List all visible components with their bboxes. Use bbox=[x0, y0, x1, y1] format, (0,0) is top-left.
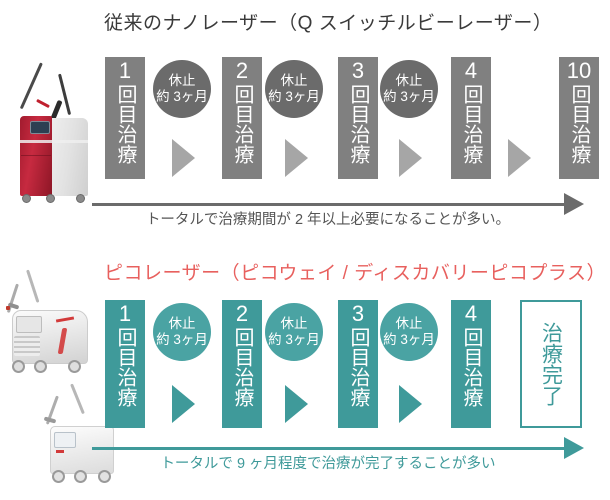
nano-arrow-3-icon bbox=[399, 139, 422, 177]
nano-step-4: 4 回目治療 bbox=[451, 57, 491, 179]
pause-line-2: 約 3ヶ月 bbox=[156, 332, 208, 347]
pause-line-2: 約 3ヶ月 bbox=[383, 332, 435, 347]
pico-pause-1: 休止 約 3ヶ月 bbox=[153, 303, 211, 361]
machine-wheel bbox=[98, 470, 111, 483]
step-number: 3 bbox=[351, 301, 365, 326]
completion-label: 治療完了 bbox=[539, 322, 563, 406]
pause-line-1: 休止 bbox=[395, 73, 423, 88]
pico-summary-arrowhead-icon bbox=[564, 437, 584, 459]
machine-handpiece-tip bbox=[6, 306, 10, 310]
step-label: 回目治療 bbox=[231, 84, 253, 164]
step-label: 回目治療 bbox=[460, 84, 482, 164]
pause-line-1: 休止 bbox=[280, 316, 308, 331]
pause-line-2: 約 3ヶ月 bbox=[268, 89, 320, 104]
machine-wheel bbox=[46, 194, 55, 203]
step-number: 3 bbox=[351, 58, 365, 83]
machine-accent-stripe bbox=[56, 450, 64, 453]
step-number: 1 bbox=[118, 58, 132, 83]
pause-line-2: 約 3ヶ月 bbox=[268, 332, 320, 347]
machine-wheel bbox=[34, 360, 47, 373]
step-number: 4 bbox=[464, 58, 478, 83]
nano-step-1: 1 回目治療 bbox=[105, 57, 145, 179]
machine-arm-upper bbox=[26, 269, 40, 303]
pico-arrow-2-icon bbox=[285, 385, 308, 423]
nano-pause-1: 休止 約 3ヶ月 bbox=[153, 60, 211, 118]
machine-control-panel bbox=[16, 316, 42, 333]
step-label: 回目治療 bbox=[347, 327, 369, 407]
pause-line-1: 休止 bbox=[168, 73, 196, 88]
nano-arrow-2-icon bbox=[285, 139, 308, 177]
pico-section-title: ピコレーザー（ピコウェイ / ディスカバリーピコプラス） bbox=[104, 263, 606, 284]
nano-step-3: 3 回目治療 bbox=[338, 57, 378, 179]
nano-step-2: 2 回目治療 bbox=[222, 57, 262, 179]
pico-step-3: 3 回目治療 bbox=[338, 300, 378, 428]
machine-control-panel bbox=[30, 121, 50, 134]
machine-wheel bbox=[22, 194, 31, 203]
machine-stripe bbox=[20, 140, 88, 143]
step-label: 回目治療 bbox=[114, 84, 136, 164]
nano-arrow-1-icon bbox=[172, 139, 195, 177]
step-label: 回目治療 bbox=[114, 327, 136, 407]
pause-line-2: 約 3ヶ月 bbox=[383, 89, 435, 104]
machine-wheel bbox=[74, 470, 87, 483]
nano-pause-3: 休止 約 3ヶ月 bbox=[380, 60, 438, 118]
pico-step-1: 1 回目治療 bbox=[105, 300, 145, 428]
step-number: 2 bbox=[235, 301, 249, 326]
nano-treatment-flow: 1 回目治療 2 回目治療 3 回目治療 4 回目治療 10 回目治療 休止 約… bbox=[0, 57, 610, 182]
step-number: 4 bbox=[464, 301, 478, 326]
step-number: 10 bbox=[566, 58, 592, 83]
step-label: 回目治療 bbox=[460, 327, 482, 407]
nano-pause-2: 休止 約 3ヶ月 bbox=[265, 60, 323, 118]
pico-step-4: 4 回目治療 bbox=[451, 300, 491, 428]
pause-line-1: 休止 bbox=[280, 73, 308, 88]
pause-line-1: 休止 bbox=[395, 316, 423, 331]
nano-summary-arrowhead-icon bbox=[564, 193, 584, 215]
pico-laser-machine-image-lower bbox=[30, 382, 120, 487]
pause-line-2: 約 3ヶ月 bbox=[156, 89, 208, 104]
machine-wheel bbox=[52, 470, 65, 483]
machine-vents bbox=[14, 336, 40, 356]
machine-wheel bbox=[68, 360, 81, 373]
step-number: 2 bbox=[235, 58, 249, 83]
machine-seam bbox=[21, 155, 51, 156]
step-number: 1 bbox=[118, 301, 132, 326]
step-label: 回目治療 bbox=[347, 84, 369, 164]
machine-control-panel bbox=[54, 432, 76, 448]
pico-treatment-flow: 1 回目治療 2 回目治療 3 回目治療 4 回目治療 休止 約 3ヶ月 休止 … bbox=[0, 300, 610, 435]
step-label: 回目治療 bbox=[568, 84, 590, 164]
nano-summary-line bbox=[92, 203, 564, 206]
nano-step-10: 10 回目治療 bbox=[559, 57, 599, 179]
pico-pause-2: 休止 約 3ヶ月 bbox=[265, 303, 323, 361]
pico-arrow-1-icon bbox=[172, 385, 195, 423]
pico-pause-3: 休止 約 3ヶ月 bbox=[380, 303, 438, 361]
pico-summary-caption: トータルで 9 ヶ月程度で治療が完了することが多い bbox=[160, 456, 496, 472]
pico-arrow-3-icon bbox=[399, 385, 422, 423]
nano-laser-machine-image bbox=[10, 58, 92, 213]
nano-arrow-4-icon bbox=[508, 139, 531, 177]
pico-step-2: 2 回目治療 bbox=[222, 300, 262, 428]
machine-wheel bbox=[76, 194, 85, 203]
nano-section-title: 従来のナノレーザー（Q スイッチルビーレーザー） bbox=[104, 13, 553, 34]
nano-summary-caption: トータルで治療期間が 2 年以上必要になることが多い。 bbox=[145, 212, 511, 228]
pico-laser-machine-image-upper bbox=[4, 268, 100, 378]
pico-summary-line bbox=[92, 447, 564, 450]
pico-completion-box: 治療完了 bbox=[520, 300, 582, 428]
pause-line-1: 休止 bbox=[168, 316, 196, 331]
machine-wheel bbox=[12, 360, 25, 373]
step-label: 回目治療 bbox=[231, 327, 253, 407]
